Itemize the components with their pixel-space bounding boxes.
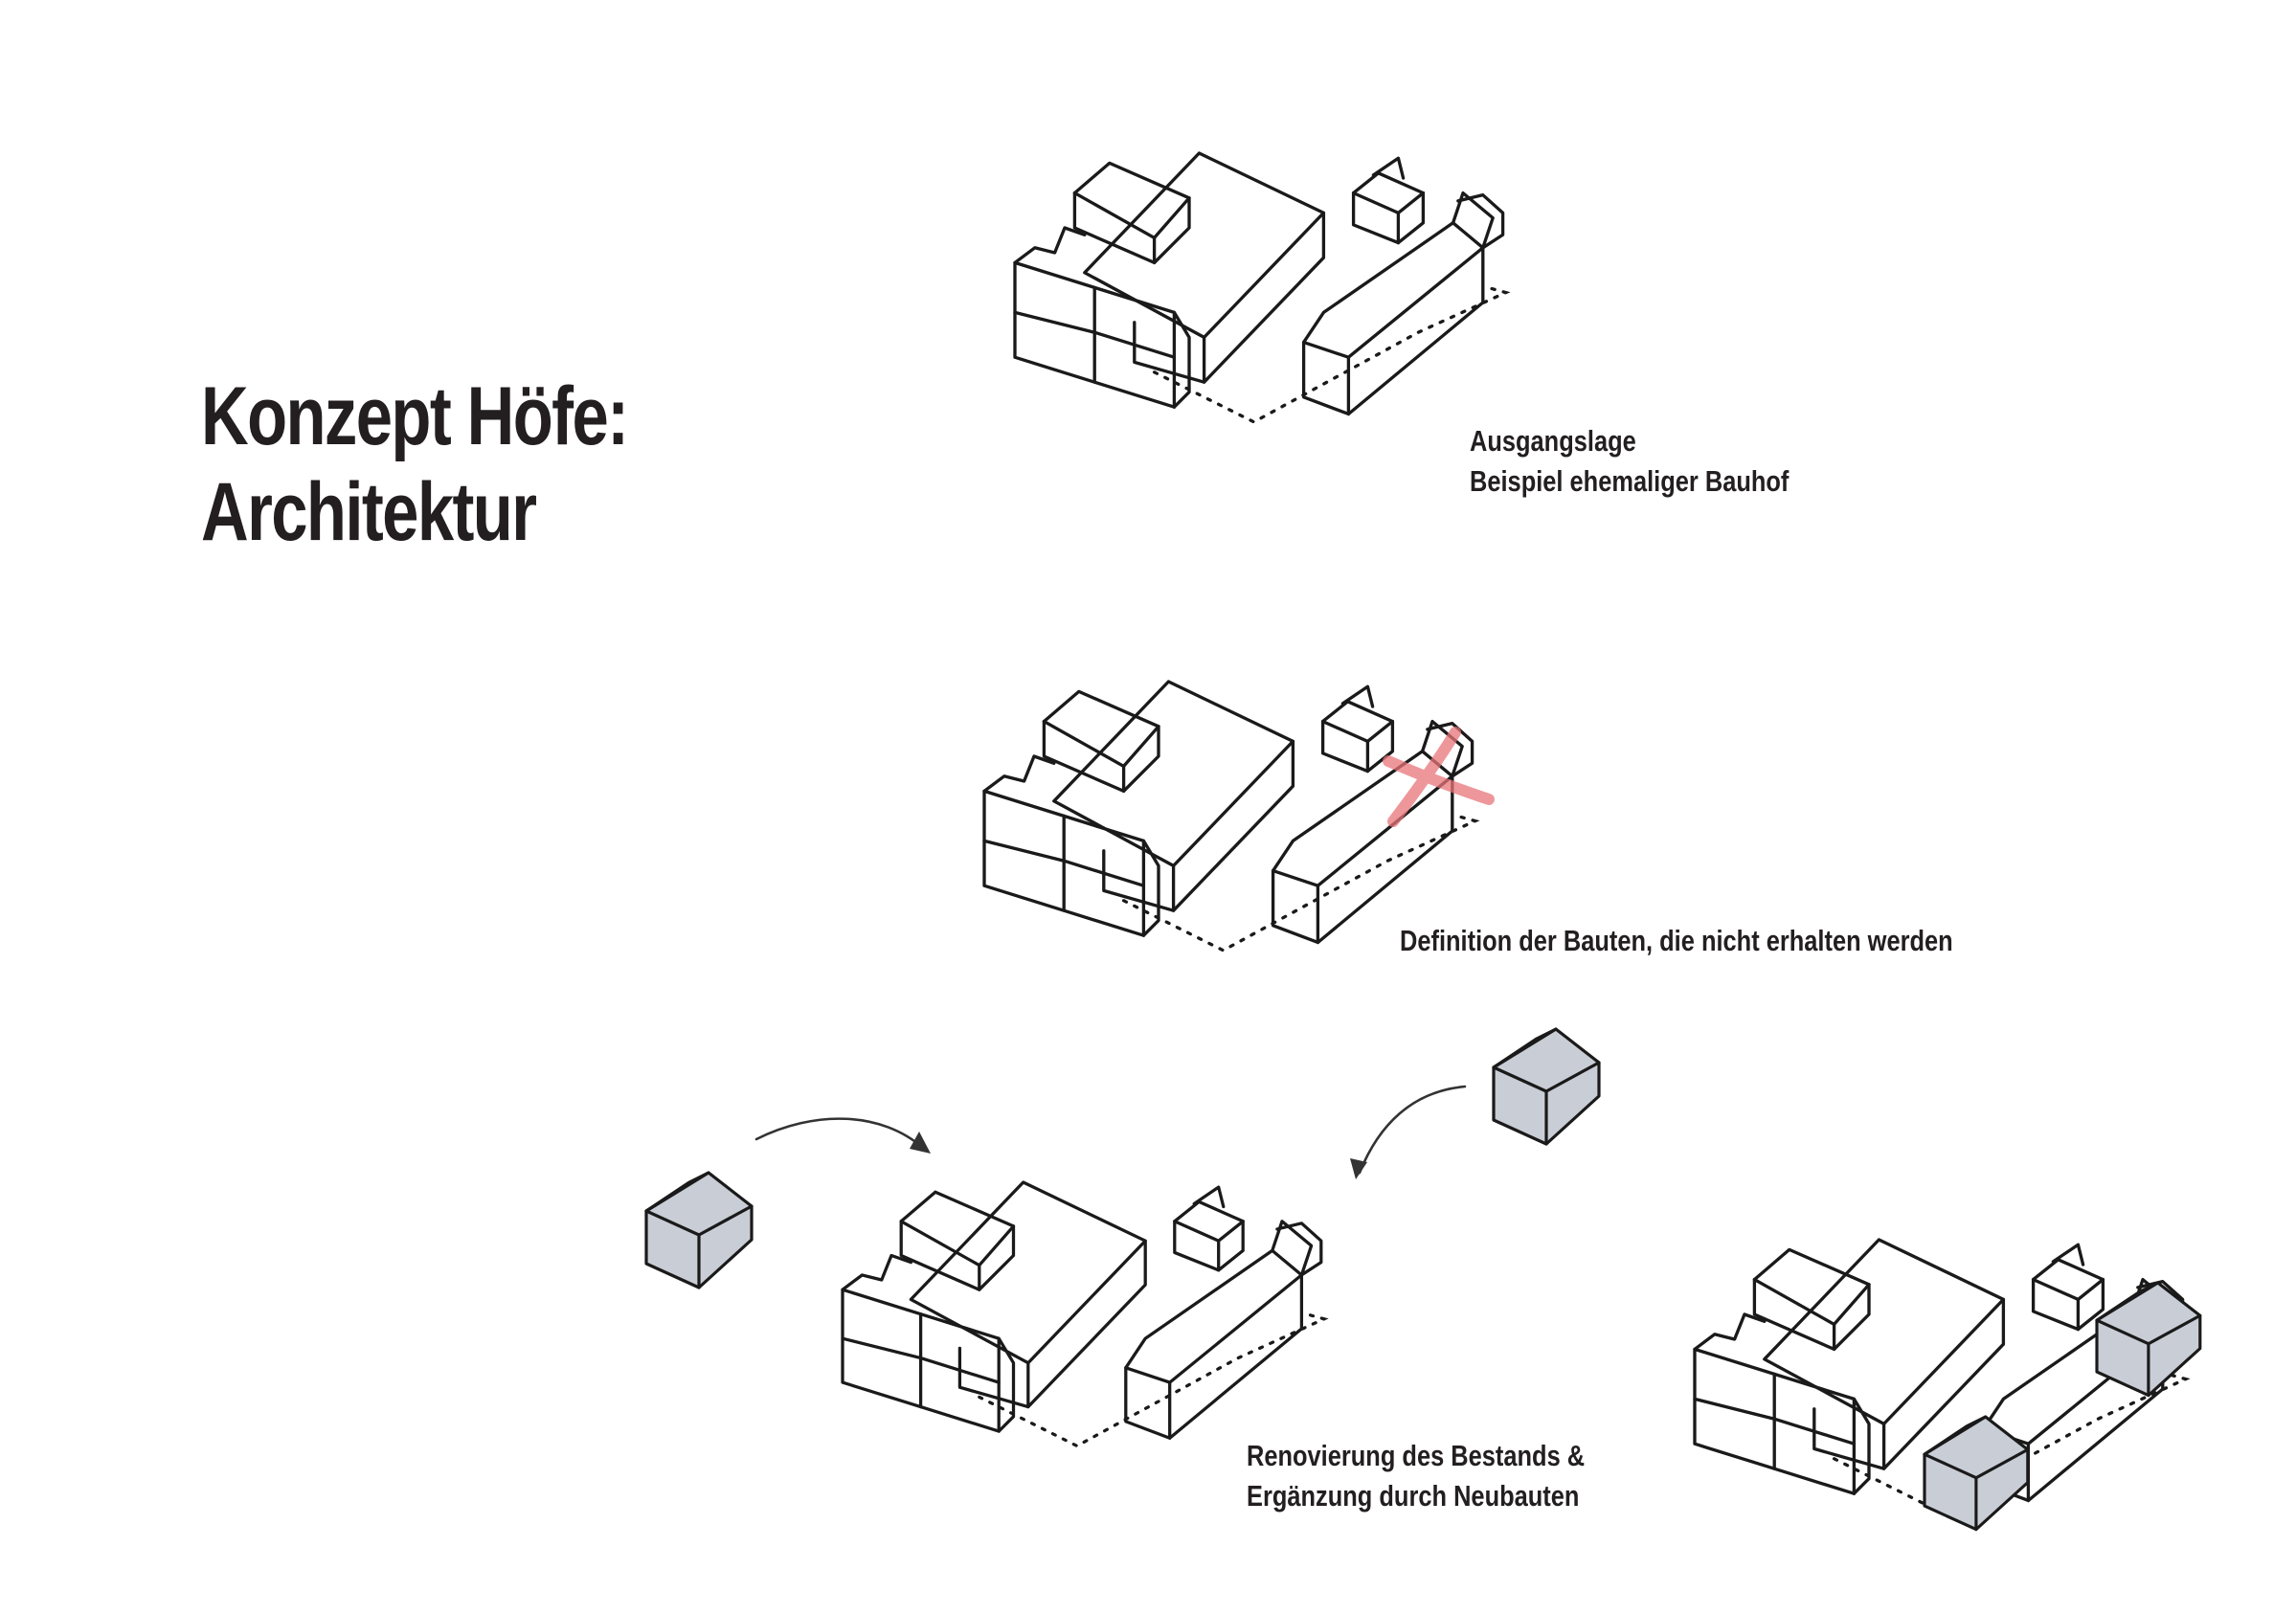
caption-step-2: Definition der Bauten, die nicht erhalte… [1400,921,1953,961]
caption-step-3: Renovierung des Bestands & Ergänzung dur… [1247,1436,1585,1516]
caption-step-1-line-1: Ausgangslage [1470,424,1636,458]
new-building-right [1492,1027,1601,1146]
sketch-final-site [1693,1238,2202,1532]
sketch-existing-site [1013,151,1508,424]
caption-step-2-line-1: Definition der Bauten, die nicht erhalte… [1400,924,1953,957]
page-title-line-1: Konzept Höfe: [201,370,629,462]
arrow-right [1358,1085,1467,1175]
sketch-renovation-site [841,1180,1326,1448]
page-title-line-2: Architektur [201,466,537,558]
page-title: Konzept Höfe: Architektur [201,369,629,560]
arrow-left-head [910,1132,931,1154]
arrow-left [754,1117,926,1151]
arrow-right-head [1350,1158,1367,1179]
caption-step-3-line-1: Renovierung des Bestands & [1247,1439,1586,1472]
caption-step-1: Ausgangslage Beispiel ehemaliger Bauhof [1470,421,1789,502]
caption-step-1-line-2: Beispiel ehemaliger Bauhof [1470,464,1790,498]
new-building-left [644,1171,754,1289]
demolition-cross-mark [1383,727,1495,827]
sketch-demolition-site [982,680,1495,953]
caption-step-3-line-2: Ergänzung durch Neubauten [1247,1479,1580,1513]
